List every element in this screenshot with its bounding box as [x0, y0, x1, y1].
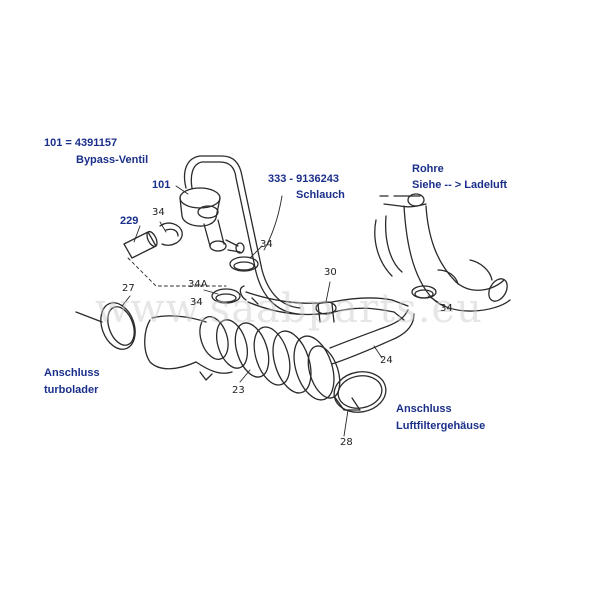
clamp-34-right-drawing [411, 285, 437, 299]
callout-34-outlet: 34 [260, 239, 273, 250]
hose-name-label: Schlauch [296, 189, 345, 201]
watermark: www.saabparts.eu [95, 286, 483, 332]
callout-34A: 34A [188, 279, 208, 290]
clamp-34-upper-drawing [229, 256, 259, 272]
clamp-34A-drawing [211, 288, 241, 304]
clamp-27-drawing [75, 302, 136, 350]
callout-24: 24 [380, 355, 393, 366]
leader-lines [121, 185, 439, 437]
callout-30: 30 [324, 267, 337, 278]
callout-229: 229 [120, 215, 139, 227]
part-101-number-label: 101 = 4391157 [44, 137, 118, 149]
pipes-ref-label: Siehe -- > Ladeluft [412, 179, 508, 191]
callout-101: 101 [152, 179, 171, 191]
conn-turbo-label-2: turbolader [44, 384, 99, 396]
callout-34-valve: 34 [152, 207, 165, 218]
corrugated-hose-23-drawing [144, 315, 341, 401]
conn-filter-label-1: Anschluss [396, 403, 452, 415]
callout-23: 23 [232, 385, 245, 396]
clamp-28-drawing [333, 371, 387, 413]
callout-34-right: 34 [440, 303, 453, 314]
bypass-valve-drawing [179, 155, 301, 315]
callout-28: 28 [340, 437, 353, 448]
pipe-229-drawing [123, 222, 183, 259]
callout-34-mid: 34 [190, 297, 203, 308]
conn-filter-label-2: Luftfiltergehäuse [396, 420, 486, 432]
intake-hose-24-drawing [329, 309, 415, 365]
pipes-title-label: Rohre [412, 163, 444, 175]
part-101-name-label: Bypass-Ventil [76, 154, 149, 166]
callout-27: 27 [122, 283, 135, 294]
conn-turbo-label-1: Anschluss [44, 367, 100, 379]
hose-number-label: 333 - 9136243 [268, 173, 339, 185]
